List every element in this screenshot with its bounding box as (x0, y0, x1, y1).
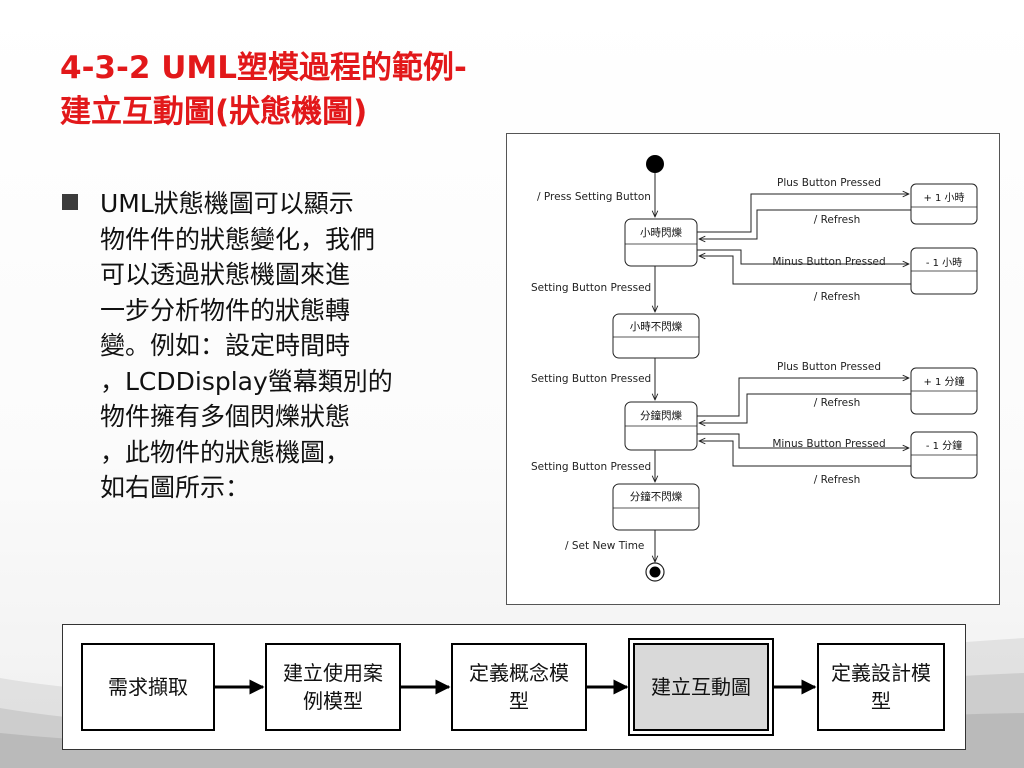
side-state-label: - 1 小時 (926, 257, 962, 269)
title-line-1: 4-3-2 UML塑模過程的範例- (60, 50, 467, 86)
label-refresh-3: / Refresh (814, 397, 861, 409)
state-label: 小時不閃爍 (630, 320, 683, 333)
label-minus-hour: Minus Button Pressed (772, 256, 885, 268)
final-node (645, 562, 665, 582)
state-label: 分鐘不閃爍 (630, 490, 683, 503)
bullet-line: ，LCDDisplay螢幕類別的 (100, 366, 393, 396)
flow-step-label: 需求擷取 (108, 675, 188, 699)
side-state-label: + 1 小時 (923, 192, 964, 204)
label-set-new-time: / Set New Time (565, 540, 644, 552)
square-bullet-icon (62, 194, 78, 210)
page-title: 4-3-2 UML塑模過程的範例- 建立互動圖(狀態機圖) (60, 46, 467, 134)
bullet-line: 一步分析物件的狀態轉 (100, 295, 351, 325)
state-hour-not-blinking: 小時不閃爍 (612, 313, 700, 359)
label-press-setting: / Press Setting Button (537, 191, 651, 203)
flow-step-label: 建立使用案 (283, 661, 383, 685)
label-setting-pressed-3: Setting Button Pressed (531, 461, 651, 473)
flow-step-concept-model: 定義概念模 型 (451, 643, 587, 731)
flow-step-design-model: 定義設計模 型 (817, 643, 945, 731)
label-refresh-2: / Refresh (814, 291, 861, 303)
flow-step-label: 例模型 (303, 689, 363, 713)
transition-minus-hour (697, 249, 909, 264)
bullet-point: UML狀態機圖可以顯示 物件件的狀態變化，我們 可以透過狀態機圖來進 一步分析物… (62, 186, 442, 506)
flow-step-use-case: 建立使用案 例模型 (265, 643, 401, 731)
side-state-minus-hour: - 1 小時 (910, 247, 978, 295)
flow-step-label: 定義概念模 (469, 661, 569, 685)
label-minus-minute: Minus Button Pressed (772, 438, 885, 450)
state-label: 分鐘閃爍 (640, 409, 682, 422)
bullet-line: 可以透過狀態機圖來進 (100, 260, 351, 289)
transition-refresh-plus-minute (699, 393, 911, 423)
bullet-line: 物件擁有多個閃爍狀態 (100, 402, 351, 431)
label-setting-pressed-2: Setting Button Pressed (531, 373, 651, 385)
bullet-line: 如右圖所示： (100, 473, 251, 502)
flow-arrows (215, 679, 817, 695)
flow-step-label: 定義設計模 (831, 661, 931, 685)
label-plus-minute: Plus Button Pressed (777, 361, 881, 373)
label-refresh-4: / Refresh (814, 474, 861, 486)
state-label: 小時閃爍 (640, 226, 682, 239)
bullet-line: ，此物件的狀態機圖， (100, 437, 351, 467)
side-state-label: + 1 分鐘 (923, 375, 964, 388)
label-plus-hour: Plus Button Pressed (777, 177, 881, 189)
side-state-plus-minute: + 1 分鐘 (910, 367, 978, 415)
title-line-2: 建立互動圖(狀態機圖) (60, 94, 368, 130)
flow-step-label: 建立互動圖 (651, 675, 751, 699)
transition-refresh-plus-hour (699, 209, 911, 239)
transition-refresh-minus-minute (699, 441, 911, 467)
initial-node (646, 155, 664, 173)
flow-step-label: 型 (509, 689, 529, 713)
flow-step-label: 型 (871, 689, 891, 713)
state-machine-diagram: / Press Setting Button 小時閃爍 Setting Butt… (506, 133, 1000, 605)
bullet-line: UML狀態機圖可以顯示 (100, 189, 354, 218)
state-minute-blinking: 分鐘閃爍 (624, 401, 698, 451)
label-refresh-1: / Refresh (814, 214, 861, 226)
flow-step-requirements: 需求擷取 (81, 643, 215, 731)
state-machine-svg: / Press Setting Button 小時閃爍 Setting Butt… (531, 155, 978, 582)
transition-minus-minute (697, 433, 909, 448)
side-state-label: - 1 分鐘 (926, 439, 962, 452)
bullet-text: UML狀態機圖可以顯示 物件件的狀態變化，我們 可以透過狀態機圖來進 一步分析物… (100, 186, 442, 506)
state-minute-not-blinking: 分鐘不閃爍 (612, 483, 700, 531)
uml-process-flow: 需求擷取 建立使用案 例模型 定義概念模 型 建立互動圖 定義設計模 型 (62, 624, 966, 750)
bullet-line: 物件件的狀態變化，我們 (100, 224, 376, 254)
transition-refresh-minus-hour (699, 256, 911, 285)
transition-plus-minute (697, 378, 909, 417)
bullet-line: 變。例如：設定時間時 (100, 331, 351, 360)
side-state-minus-minute: - 1 分鐘 (910, 431, 978, 479)
flow-step-interaction-diagram: 建立互動圖 (628, 638, 774, 736)
transition-plus-hour (697, 194, 909, 233)
state-hour-blinking: 小時閃爍 (624, 218, 698, 267)
side-state-plus-hour: + 1 小時 (910, 183, 978, 225)
label-setting-pressed-1: Setting Button Pressed (531, 282, 651, 294)
